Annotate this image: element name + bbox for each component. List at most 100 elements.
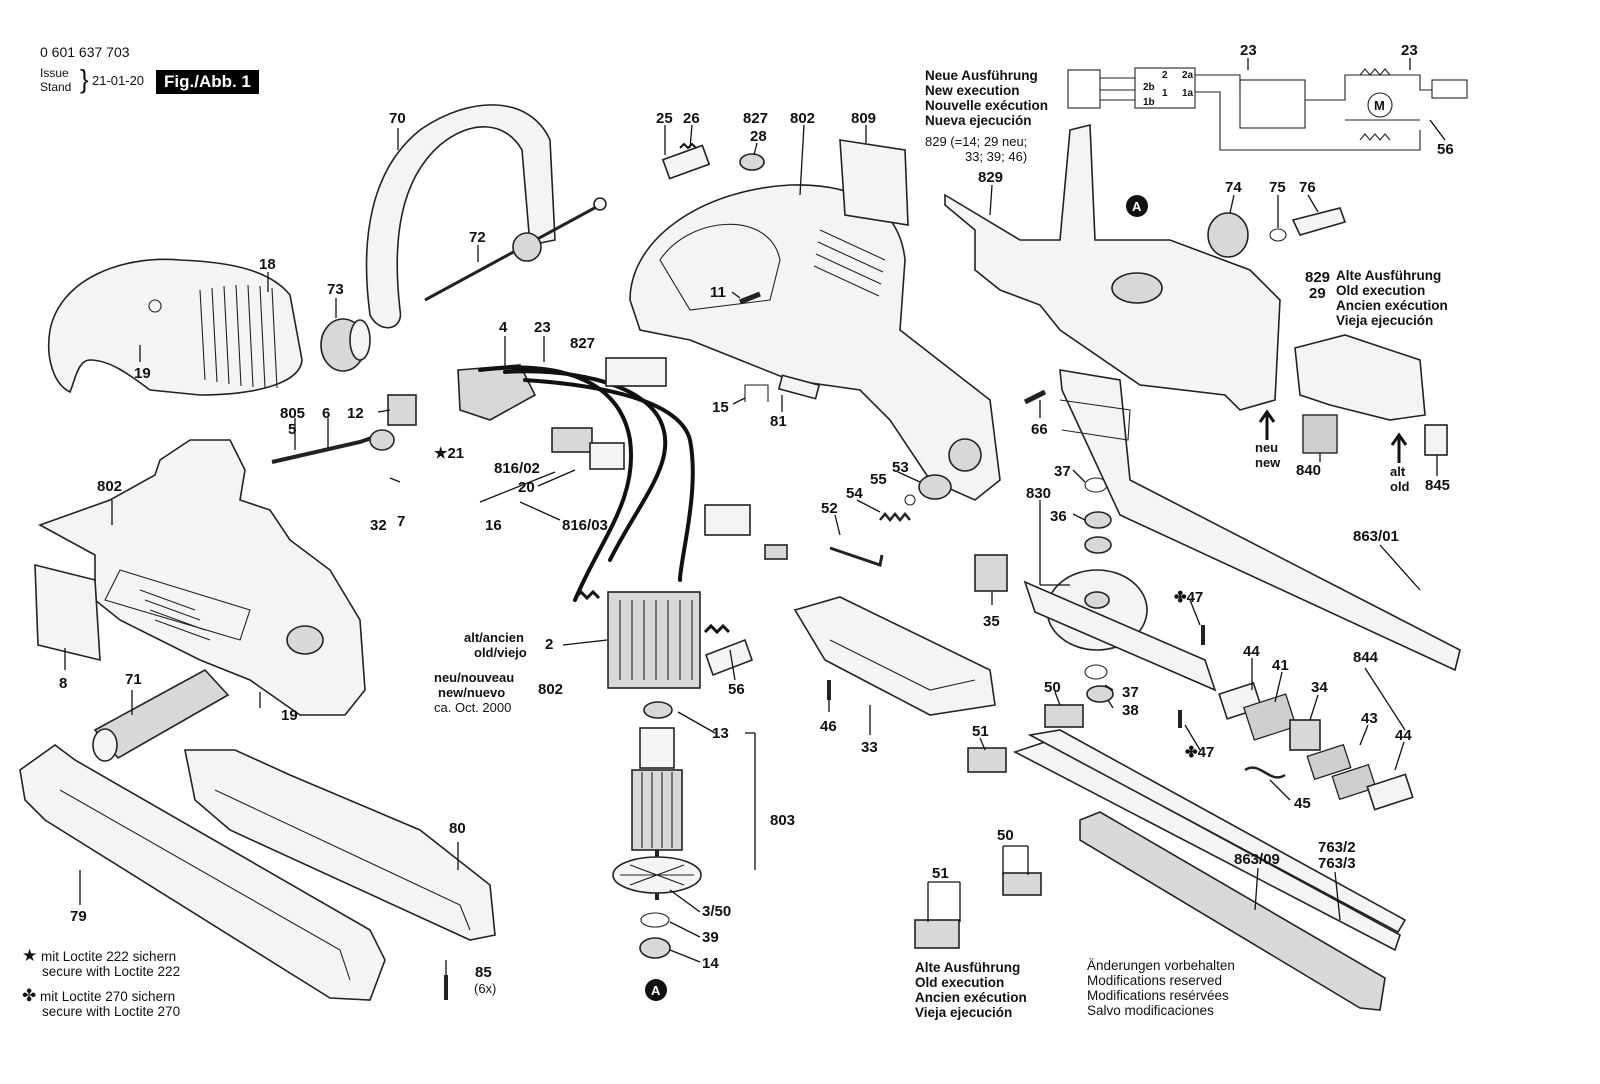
washer-55: [904, 494, 916, 506]
part-label: 840: [1296, 462, 1321, 479]
roller-71-end: [92, 728, 118, 762]
part-label: 38: [1122, 702, 1139, 719]
handle-loop-70: [365, 104, 556, 329]
part-label: 70: [389, 110, 406, 127]
part-label: 863/01: [1353, 528, 1399, 545]
part-label: 44: [1243, 643, 1260, 660]
note-line: Salvo modificaciones: [1087, 1003, 1214, 1018]
sole-plate-80-inner: [214, 789, 471, 931]
part-label: 809: [851, 110, 876, 127]
bearing-14: [639, 937, 671, 959]
sole-plate-79-inner: [59, 789, 351, 981]
switch-pin-1b: 1b: [1143, 97, 1155, 108]
part-label: 830: [1026, 485, 1051, 502]
pad-845: [1424, 424, 1448, 456]
part-label: 12: [347, 405, 364, 422]
cable-805: [271, 433, 381, 464]
modifications-note: Änderungen vorbehalten Modifications res…: [1087, 958, 1235, 1018]
figure-label: Fig./Abb. 1: [156, 70, 259, 94]
part-label: 81: [770, 413, 787, 430]
pin-11: [739, 291, 761, 305]
clamp-51: [967, 747, 1007, 773]
part-label: 14: [702, 955, 719, 972]
part-label: 827: [570, 335, 595, 352]
part-label: 44: [1395, 727, 1412, 744]
part-label: 844: [1353, 649, 1379, 666]
part-label: 7: [397, 513, 405, 530]
note-line: Änderungen vorbehalten: [1087, 958, 1235, 973]
clip-15: [744, 384, 769, 402]
part-label: 829: [1305, 269, 1330, 286]
insert-35: [974, 554, 1008, 592]
carbon-brush: [764, 544, 788, 560]
spring-45: [1244, 766, 1286, 779]
part-label: 46: [820, 718, 837, 735]
note-line: Nueva ejecución: [925, 113, 1032, 128]
part-label: 56: [728, 681, 745, 698]
club-icon: ✤: [1185, 744, 1198, 761]
part-label: 53: [892, 459, 909, 476]
note-line: 33; 39; 46): [965, 149, 1028, 164]
part-label: 32: [370, 517, 387, 534]
part-label: 73: [327, 281, 344, 298]
switch-pin-2b: 2b: [1143, 82, 1155, 93]
part-label: 56: [1437, 141, 1454, 158]
part-label: 80: [449, 820, 466, 837]
rod-end-72: [593, 197, 607, 211]
part-label: 54: [846, 485, 863, 502]
issue-date: 21-01-20: [92, 73, 145, 88]
part-label: 52: [821, 500, 838, 517]
part-label: 3/50: [702, 903, 731, 920]
base-plate-33-inner: [829, 639, 976, 691]
part-label: 5: [288, 421, 296, 438]
switch-pin-2: 2: [1162, 70, 1168, 81]
housing-slots-802: [139, 589, 211, 641]
gear-830-rack: [1023, 580, 1217, 692]
clamp-50: [1044, 704, 1084, 728]
alt-ancien-label: alt/ancien: [464, 630, 524, 645]
new-nuevo-label: new/nuevo: [438, 685, 506, 700]
bushing-36a: [1084, 511, 1112, 529]
neu-nouveau-label: neu/nouveau: [434, 670, 515, 685]
circle-a-text: A: [1132, 199, 1142, 214]
part-label: 34: [1311, 679, 1328, 696]
brush-holder-816-03: [589, 442, 625, 470]
part-label: 16: [485, 517, 502, 534]
new-label: new: [1255, 455, 1281, 470]
part-label: 71: [125, 671, 142, 688]
brush-holder-right: [704, 504, 751, 536]
blade-863-09: [1012, 741, 1401, 952]
new-execution-note: Neue Ausführung New execution Nouvelle e…: [925, 68, 1048, 128]
part-label: 35: [983, 613, 1000, 630]
part-label: 816/02: [494, 460, 540, 477]
note-line: Vieja ejecución: [1336, 313, 1434, 328]
part-label: 37: [1054, 463, 1071, 480]
switch-pin-2a: 2a: [1182, 70, 1194, 81]
part-label: 43: [1361, 710, 1378, 727]
note-line: secure with Loctite 270: [42, 1004, 181, 1019]
motor-symbol: M: [1374, 98, 1385, 113]
note-line: Neue Ausführung: [925, 68, 1038, 83]
ring-37b: [1084, 664, 1108, 680]
part-label: 36: [1050, 508, 1067, 525]
part-label: 76: [1299, 179, 1316, 196]
part-label: 26: [683, 110, 700, 127]
retaining-ring-39: [640, 912, 670, 928]
part-label: 50: [997, 827, 1014, 844]
arrow-neu: [1258, 409, 1276, 440]
note-line: Alte Ausführung: [1336, 268, 1442, 283]
part-label: 23: [1240, 42, 1257, 59]
capacitor-56: [704, 638, 754, 677]
frame-829-bore: [1111, 272, 1163, 304]
wiring-schematic: M 2 2a 2b 1 1a 1b: [1067, 67, 1468, 151]
note-line: Ancien exécution: [1336, 298, 1448, 313]
part-label: 18: [259, 256, 276, 273]
part-label: 763/3: [1318, 855, 1356, 872]
part-label: 805: [280, 405, 305, 422]
note-line: Old execution: [1336, 283, 1426, 298]
guide-pieces-844: [1218, 682, 1414, 811]
part-label: 15: [712, 399, 729, 416]
circle-a-marker-top: [1126, 195, 1148, 217]
part-label: 85: [475, 964, 492, 981]
part-label: 37: [1122, 684, 1139, 701]
